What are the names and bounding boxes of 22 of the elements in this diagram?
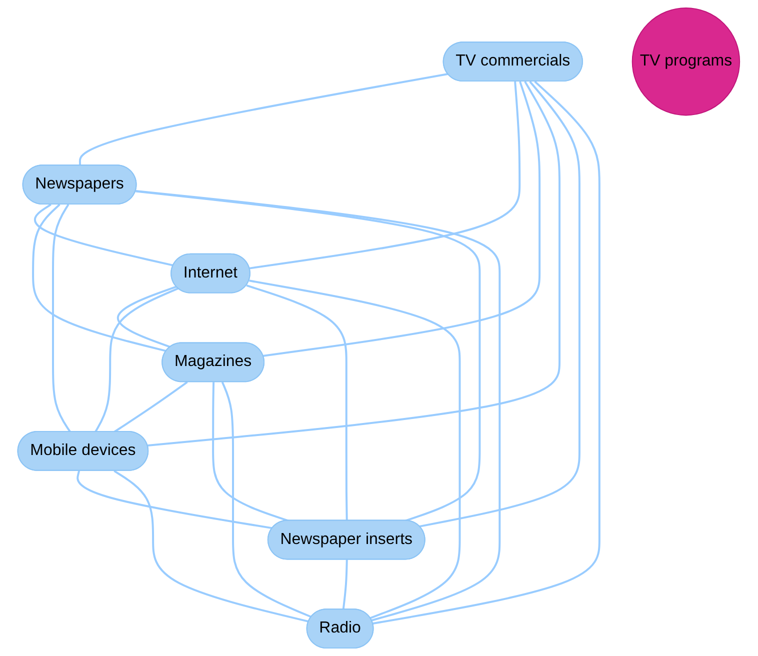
connector: [250, 81, 521, 270]
connector: [263, 81, 541, 357]
connector: [148, 81, 561, 446]
node-circle: TV programs: [632, 7, 740, 116]
connector: [136, 190, 501, 622]
connector: [136, 190, 481, 522]
connector: [222, 382, 312, 618]
connector: [114, 470, 310, 622]
connector: [79, 72, 448, 166]
connector: [114, 381, 188, 433]
connector: [34, 204, 174, 266]
connector: [32, 204, 168, 352]
connector: [373, 80, 601, 624]
connector: [246, 284, 348, 521]
connector: [420, 80, 581, 528]
connector: [76, 470, 274, 530]
connector: [117, 286, 178, 348]
connector: [342, 560, 348, 610]
connector: [212, 382, 290, 522]
connector: [94, 287, 179, 432]
connector: [52, 204, 72, 433]
connector: [249, 280, 462, 619]
